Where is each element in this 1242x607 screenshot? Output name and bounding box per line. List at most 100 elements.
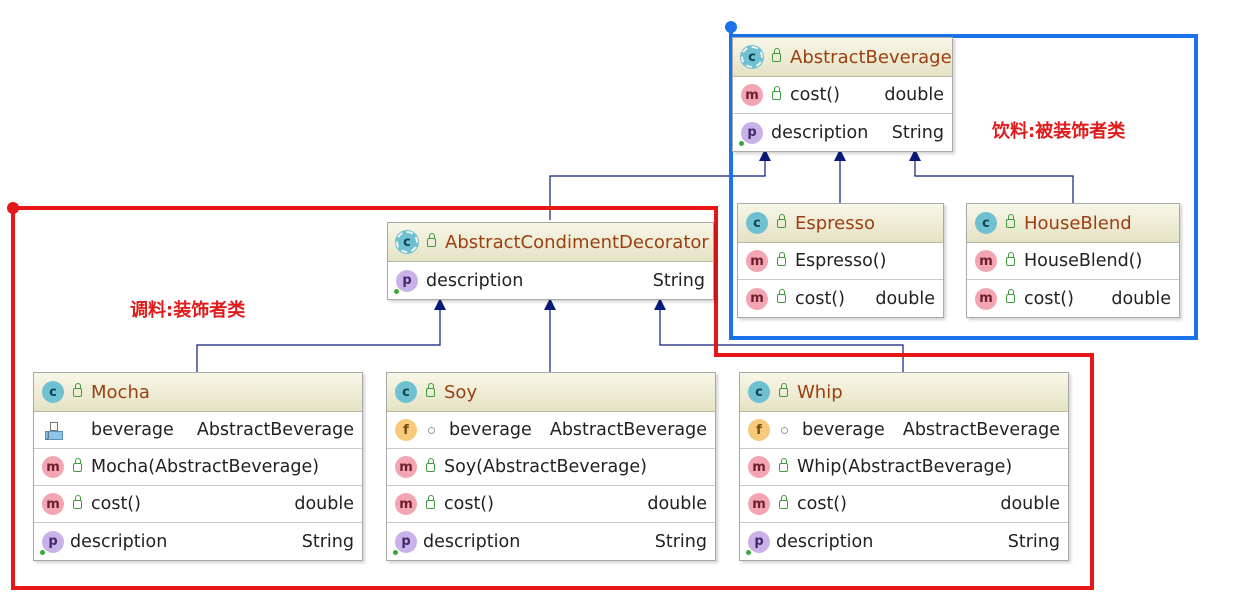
public-lock-icon (427, 232, 436, 247)
member-name: beverage (449, 420, 532, 440)
method-icon: m (746, 287, 768, 310)
member-type: AbstractBeverage (902, 420, 1060, 440)
member-row[interactable]: f beverage AbstractBeverage (387, 412, 715, 449)
member-name: description (426, 270, 524, 291)
member-row[interactable]: m cost() double (34, 486, 362, 523)
public-lock-icon (1006, 289, 1015, 303)
class-header: c HouseBlend (967, 204, 1179, 243)
class-name: Whip (797, 381, 843, 403)
member-type: double (875, 288, 935, 309)
member-row[interactable]: f beverage AbstractBeverage (740, 412, 1068, 449)
class-icon: c (975, 212, 997, 234)
class-header: c Whip (740, 373, 1068, 412)
package-field-icon: J (42, 419, 64, 441)
member-row[interactable]: m cost() double (967, 280, 1179, 317)
member-type: String (301, 531, 354, 552)
method-icon: m (746, 250, 768, 272)
member-row[interactable]: m cost() double (740, 486, 1068, 523)
member-name: HouseBlend() (1024, 251, 1143, 271)
class-whip[interactable]: c Whip f beverage AbstractBeverage m Whi… (739, 372, 1069, 561)
member-row[interactable]: p description String (388, 262, 713, 299)
member-row[interactable]: m Mocha(AbstractBeverage) (34, 449, 362, 486)
member-row[interactable]: p description String (733, 114, 952, 151)
edge-condiment-to-beverage (549, 149, 771, 220)
blue-group-frame (729, 27, 1198, 340)
class-header: c AbstractBeverage (733, 38, 952, 77)
public-lock-icon (777, 251, 786, 266)
property-icon: p (746, 530, 770, 555)
member-type: double (294, 494, 354, 514)
member-row[interactable]: m HouseBlend() (967, 243, 1179, 280)
public-lock-icon (777, 213, 786, 228)
member-name: Whip(AbstractBeverage) (797, 457, 1013, 477)
package-private-icon (781, 426, 788, 434)
method-icon: m (395, 493, 417, 515)
member-type: AbstractBeverage (549, 420, 707, 440)
member-row[interactable]: J beverage AbstractBeverage (34, 412, 362, 449)
class-header: c Soy (387, 373, 715, 412)
method-icon: m (975, 287, 997, 310)
member-name: description (423, 531, 521, 552)
method-icon: m (741, 84, 763, 106)
class-espresso[interactable]: c Espresso m Espresso() m cost() double (737, 203, 944, 318)
member-row[interactable]: m cost() double (733, 77, 952, 114)
abstract-class-icon: c (741, 46, 763, 68)
member-row[interactable]: p description String (34, 523, 362, 560)
field-icon: f (748, 419, 770, 441)
method-icon: m (395, 456, 417, 478)
field-icon: f (395, 419, 417, 441)
class-soy[interactable]: c Soy f beverage AbstractBeverage m Soy(… (386, 372, 716, 561)
member-row[interactable]: m Whip(AbstractBeverage) (740, 449, 1068, 486)
member-name: description (771, 122, 869, 143)
member-name: cost() (91, 494, 141, 514)
member-row[interactable]: m cost() double (738, 280, 943, 317)
member-row[interactable]: m Soy(AbstractBeverage) (387, 449, 715, 486)
public-lock-icon (772, 47, 781, 62)
class-icon: c (42, 381, 64, 403)
member-type: double (1000, 494, 1060, 514)
edge-houseblend-to-beverage (909, 149, 1074, 203)
member-name: cost() (790, 85, 840, 105)
class-name: AbstractCondimentDecorator (445, 231, 709, 253)
package-private-icon (428, 426, 435, 434)
class-name: Mocha (91, 381, 150, 403)
member-name: description (776, 531, 874, 552)
class-abstract-beverage[interactable]: c AbstractBeverage m cost() double p des… (732, 37, 953, 152)
class-name: AbstractBeverage (790, 46, 952, 68)
public-lock-icon (779, 494, 788, 509)
class-name: Espresso (795, 212, 876, 234)
property-icon: p (393, 530, 417, 555)
public-lock-icon (426, 494, 435, 509)
class-name: Soy (444, 381, 478, 403)
class-houseblend[interactable]: c HouseBlend m HouseBlend() m cost() dou… (966, 203, 1180, 318)
member-name: cost() (444, 494, 494, 514)
member-row[interactable]: p description String (387, 523, 715, 560)
class-abstract-condiment-decorator[interactable]: c AbstractCondimentDecorator p descripti… (387, 222, 714, 300)
class-icon: c (746, 212, 768, 234)
edge-whip-to-condiment (654, 298, 904, 372)
public-lock-icon (772, 85, 781, 100)
property-icon: p (739, 121, 763, 146)
method-icon: m (975, 250, 997, 272)
public-lock-icon (426, 382, 435, 397)
property-icon: p (394, 269, 418, 294)
member-name: description (70, 531, 168, 552)
member-type: double (1111, 288, 1171, 309)
member-type: String (652, 270, 705, 291)
class-header: c AbstractCondimentDecorator (388, 223, 713, 262)
public-lock-icon (779, 382, 788, 397)
class-icon: c (748, 381, 770, 403)
member-row[interactable]: m Espresso() (738, 243, 943, 280)
public-lock-icon (1006, 251, 1015, 266)
public-lock-icon (73, 382, 82, 397)
member-name: cost() (1024, 288, 1074, 309)
condiment-group-label: 调料:装饰者类 (130, 300, 246, 321)
member-type: AbstractBeverage (196, 420, 354, 440)
member-row[interactable]: p description String (740, 523, 1068, 560)
member-name: cost() (795, 288, 845, 309)
class-mocha[interactable]: c Mocha J beverage AbstractBeverage m Mo… (33, 372, 363, 561)
member-type: double (884, 85, 944, 105)
red-frame-handle (7, 202, 19, 214)
member-row[interactable]: m cost() double (387, 486, 715, 523)
